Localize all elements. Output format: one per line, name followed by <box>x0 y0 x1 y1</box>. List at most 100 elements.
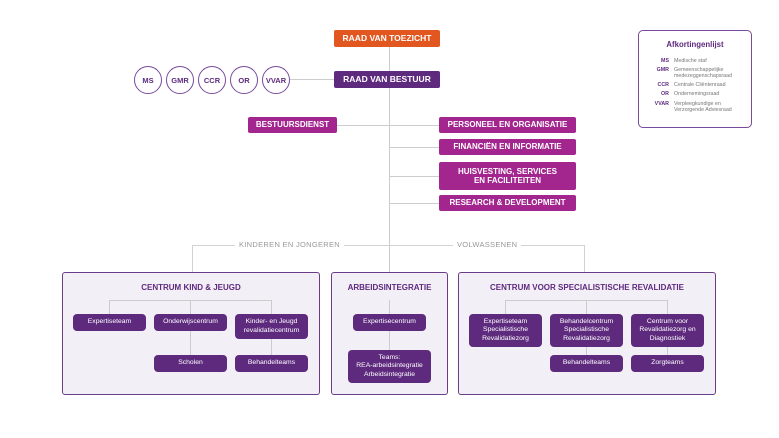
personeel-box[interactable]: PERSONEEL EN ORGANISATIE <box>439 117 576 133</box>
bestuursdienst-box[interactable]: BESTUURSDIENST <box>248 117 337 133</box>
arbeid-expertisecentrum-box[interactable]: Expertisecentrum <box>353 314 426 331</box>
financien-label: FINANCIËN EN INFORMATIE <box>453 142 562 152</box>
personeel-label: PERSONEEL EN ORGANISATIE <box>447 120 568 130</box>
reva-behandelcentrum-label-1: Behandelcentrum <box>559 318 614 326</box>
kind-connector-v2 <box>190 300 192 314</box>
reva-centrum-label-2: Revalidatiezorg en <box>639 326 696 334</box>
kind-scholen-box[interactable]: Scholen <box>154 355 227 372</box>
legend-abbr: GMR <box>656 67 669 73</box>
kind-connector-v4 <box>190 330 192 355</box>
arbeid-connector-v1 <box>389 300 391 314</box>
reva-expertiseteam-box[interactable]: Expertiseteam Specialistische Revalidati… <box>469 314 542 347</box>
arbeid-teams-box[interactable]: Teams: REA-arbeidsintegratie Arbeidsinte… <box>348 350 431 383</box>
reva-zorgteams-box[interactable]: Zorgteams <box>631 355 704 372</box>
group-label-kinderen: KINDEREN EN JONGEREN <box>235 240 345 249</box>
raad-van-bestuur-label: RAAD VAN BESTUUR <box>343 73 431 84</box>
kind-connector-v3 <box>271 300 273 314</box>
section-revalidatie-title: CENTRUM VOOR SPECIALISTISCHE REVALIDATIE <box>490 283 684 292</box>
kind-revalidatiecentrum-label-2: revalidatiecentrum <box>243 326 300 334</box>
legend-row-or: OR Ondernemingsraad <box>645 91 747 97</box>
council-gmr[interactable]: GMR <box>166 66 194 94</box>
arbeid-expertisecentrum-label: Expertisecentrum <box>363 318 416 326</box>
raad-van-toezicht-label: RAAD VAN TOEZICHT <box>342 32 432 43</box>
section-arbeidsintegratie-title: ARBEIDSINTEGRATIE <box>347 283 432 292</box>
kind-expertiseteam-label: Expertiseteam <box>87 318 132 326</box>
section-specialistische-revalidatie: CENTRUM VOOR SPECIALISTISCHE REVALIDATIE… <box>458 272 716 395</box>
huisvesting-label-1: HUISVESTING, SERVICES <box>458 166 557 176</box>
council-ccr-label: CCR <box>203 75 221 85</box>
huisvesting-label-2: EN FACILITEITEN <box>473 176 542 185</box>
section-arbeidsintegratie: ARBEIDSINTEGRATIE Expertisecentrum Teams… <box>331 272 448 395</box>
reva-expertiseteam-label-3: Revalidatiezorg <box>482 334 529 342</box>
council-ccr[interactable]: CCR <box>198 66 226 94</box>
section-kind-jeugd-title: CENTRUM KIND & JEUGD <box>141 283 241 292</box>
reva-centrum-diagnostiek-box[interactable]: Centrum voor Revalidatiezorg en Diagnost… <box>631 314 704 347</box>
bestuursdienst-label: BESTUURSDIENST <box>255 120 330 130</box>
kind-onderwijscentrum-label: Onderwijscentrum <box>163 318 218 326</box>
group-left-drop <box>192 245 194 272</box>
group-right-drop <box>584 245 586 272</box>
legend-row-ccr: CCR Centrale Cliëntenraad <box>645 82 747 88</box>
reva-behandelcentrum-box[interactable]: Behandelcentrum Specialistische Revalida… <box>550 314 623 347</box>
kind-connector-v1 <box>109 300 111 314</box>
kind-behandelteams-box[interactable]: Behandelteams <box>235 355 308 372</box>
kind-behandelteams-label: Behandelteams <box>247 359 296 367</box>
legend-abbr: OR <box>661 91 669 97</box>
legend-abbr: VVAR <box>654 101 669 107</box>
legend-desc: Medische staf <box>674 58 707 64</box>
legend-desc: Centrale Cliëntenraad <box>674 82 726 88</box>
council-ms-label: MS <box>142 75 154 85</box>
research-box[interactable]: RESEARCH & DEVELOPMENT <box>439 195 576 211</box>
reva-connector-v5 <box>667 347 669 355</box>
council-or[interactable]: OR <box>230 66 258 94</box>
reva-expertiseteam-label-2: Specialistische <box>483 326 528 334</box>
arbeid-teams-label-3: Arbeidsintegratie <box>363 370 415 378</box>
legend-title: Afkortingenlijst <box>666 40 724 49</box>
staff-right-line-1 <box>389 125 439 127</box>
financien-box[interactable]: FINANCIËN EN INFORMATIE <box>439 139 576 155</box>
kind-revalidatiecentrum-label-1: Kinder- en Jeugd <box>245 318 298 326</box>
reva-behandelteams-box[interactable]: Behandelteams <box>550 355 623 372</box>
group-horizontal-line <box>192 245 584 247</box>
abbreviation-legend: Afkortingenlijst MS Medische staf GMR Ge… <box>638 30 752 128</box>
kind-connector-v5 <box>271 339 273 355</box>
reva-behandelteams-label: Behandelteams <box>562 359 611 367</box>
kind-revalidatiecentrum-box[interactable]: Kinder- en Jeugd revalidatiecentrum <box>235 314 308 339</box>
arbeid-teams-label-1: Teams: <box>378 354 401 362</box>
legend-desc: Ondernemingsraad <box>674 91 720 97</box>
reva-centrum-label-1: Centrum voor <box>646 318 689 326</box>
staff-right-line-3 <box>389 176 439 178</box>
arbeid-teams-label-2: REA-arbeidsintegratie <box>356 362 423 370</box>
legend-abbr: MS <box>661 58 669 64</box>
reva-centrum-label-3: Diagnostiek <box>649 334 686 342</box>
huisvesting-box[interactable]: HUISVESTING, SERVICES EN FACILITEITEN <box>439 162 576 190</box>
section-kind-jeugd: CENTRUM KIND & JEUGD Expertiseteam Onder… <box>62 272 320 395</box>
staff-right-line-4 <box>389 203 439 205</box>
council-ms[interactable]: MS <box>134 66 162 94</box>
reva-connector-v3 <box>667 300 669 314</box>
research-label: RESEARCH & DEVELOPMENT <box>449 198 566 208</box>
arbeid-connector-v2 <box>389 330 391 350</box>
raad-van-toezicht-box[interactable]: RAAD VAN TOEZICHT <box>334 30 440 47</box>
council-or-label: OR <box>238 75 250 85</box>
reva-connector-v4 <box>586 347 588 355</box>
group-label-volwassenen: VOLWASSENEN <box>453 240 522 249</box>
kind-onderwijscentrum-box[interactable]: Onderwijscentrum <box>154 314 227 331</box>
legend-abbr: CCR <box>657 82 669 88</box>
reva-connector-v2 <box>586 300 588 314</box>
reva-expertiseteam-label-1: Expertiseteam <box>483 318 528 326</box>
reva-behandelcentrum-label-2: Specialistische <box>564 326 609 334</box>
council-vvar-label: VVAR <box>265 75 287 85</box>
raad-van-bestuur-box[interactable]: RAAD VAN BESTUUR <box>334 71 440 88</box>
council-gmr-label: GMR <box>171 75 189 85</box>
council-vvar[interactable]: VVAR <box>262 66 290 94</box>
reva-behandelcentrum-label-3: Revalidatiezorg <box>563 334 610 342</box>
staff-right-line-2 <box>389 147 439 149</box>
kind-expertiseteam-box[interactable]: Expertiseteam <box>73 314 146 331</box>
staff-left-line <box>337 125 389 127</box>
kind-scholen-label: Scholen <box>178 359 203 367</box>
